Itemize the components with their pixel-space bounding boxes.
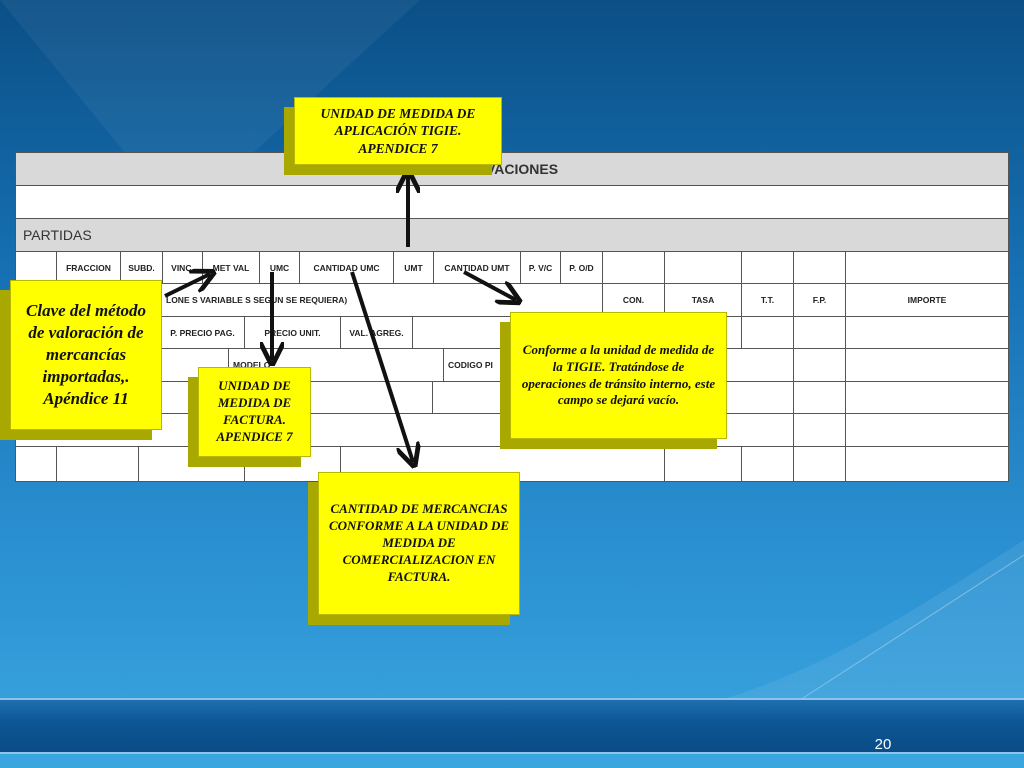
callout-cantidad-umt: Conforme a la unidad de medida de la TIG… (510, 312, 727, 439)
table-cell (742, 382, 794, 413)
table-cell (603, 447, 665, 481)
partidas-label: PARTIDAS (23, 227, 92, 243)
table-cell (16, 252, 57, 283)
table-cell (603, 252, 665, 283)
table-cell (794, 349, 846, 381)
table-cell (742, 447, 794, 481)
footer-bar (0, 698, 1024, 754)
header-precio-unit: PRECIO UNIT. (245, 317, 341, 348)
table-cell (742, 414, 794, 446)
partidas-row: PARTIDAS (16, 219, 1008, 252)
table-cell (57, 447, 139, 481)
table-cell (794, 252, 846, 283)
observaciones-row: VACIONES (16, 153, 1008, 186)
header-con: CON. (603, 284, 665, 316)
blank-row (16, 186, 1008, 219)
table-cell (742, 349, 794, 381)
variable-fields-note: LONE S VARIABLE S SEGUN SE REQUIERA) (16, 284, 603, 316)
header-precio-pag: P. PRECIO PAG. (161, 317, 245, 348)
table-cell (794, 382, 846, 413)
header-modelo: MODELO (229, 349, 444, 381)
table-cell (665, 252, 742, 283)
table-cell (245, 447, 341, 481)
header-tasa: TASA (665, 284, 742, 316)
header-pod: P. O/D (561, 252, 603, 283)
table-cell (16, 447, 57, 481)
table-cell (665, 447, 742, 481)
header-importe: IMPORTE (907, 295, 947, 305)
table-cell (794, 317, 846, 348)
callout-cantidad-umc: CANTIDAD DE MERCANCIAS CONFORME A LA UNI… (318, 472, 520, 615)
table-cell (665, 317, 742, 348)
table-cell (16, 382, 433, 413)
header-subd: SUBD. (121, 252, 163, 283)
header-tt: T.T. (742, 284, 794, 316)
callout-umc: UNIDAD DE MEDIDA DE FACTURA. APENDICE 7 (198, 367, 311, 457)
partidas-header-row: FRACCION SUBD. VINC. MET VAL UMC CANTIDA… (16, 252, 1008, 284)
table-cell (742, 317, 794, 348)
table-cell (742, 252, 794, 283)
header-fraccion: FRACCION (57, 252, 121, 283)
header-umc: UMC (260, 252, 300, 283)
table-cell (16, 349, 229, 381)
table-cell (139, 447, 245, 481)
partidas-row-7 (16, 447, 1008, 481)
table-cell (794, 414, 846, 446)
callout-umt: UNIDAD DE MEDIDA DE APLICACIÓN TIGIE. AP… (294, 97, 502, 165)
page-number: 20 (874, 736, 892, 753)
header-umt: UMT (394, 252, 434, 283)
header-met-val: MET VAL (203, 252, 260, 283)
header-fp: F.P. (794, 284, 846, 316)
header-cantidad-umc: CANTIDAD UMC (300, 252, 394, 283)
header-val-agreg: VAL. AGREG. (341, 317, 413, 348)
observaciones-label: VACIONES (486, 161, 559, 177)
table-cell (794, 447, 846, 481)
callout-met-val: Clave del método de valoración de mercan… (10, 280, 162, 430)
header-vinc: VINC. (163, 252, 203, 283)
header-cantidad-umt: CANTIDAD UMT (434, 252, 521, 283)
header-pvc: P. V/C (521, 252, 561, 283)
